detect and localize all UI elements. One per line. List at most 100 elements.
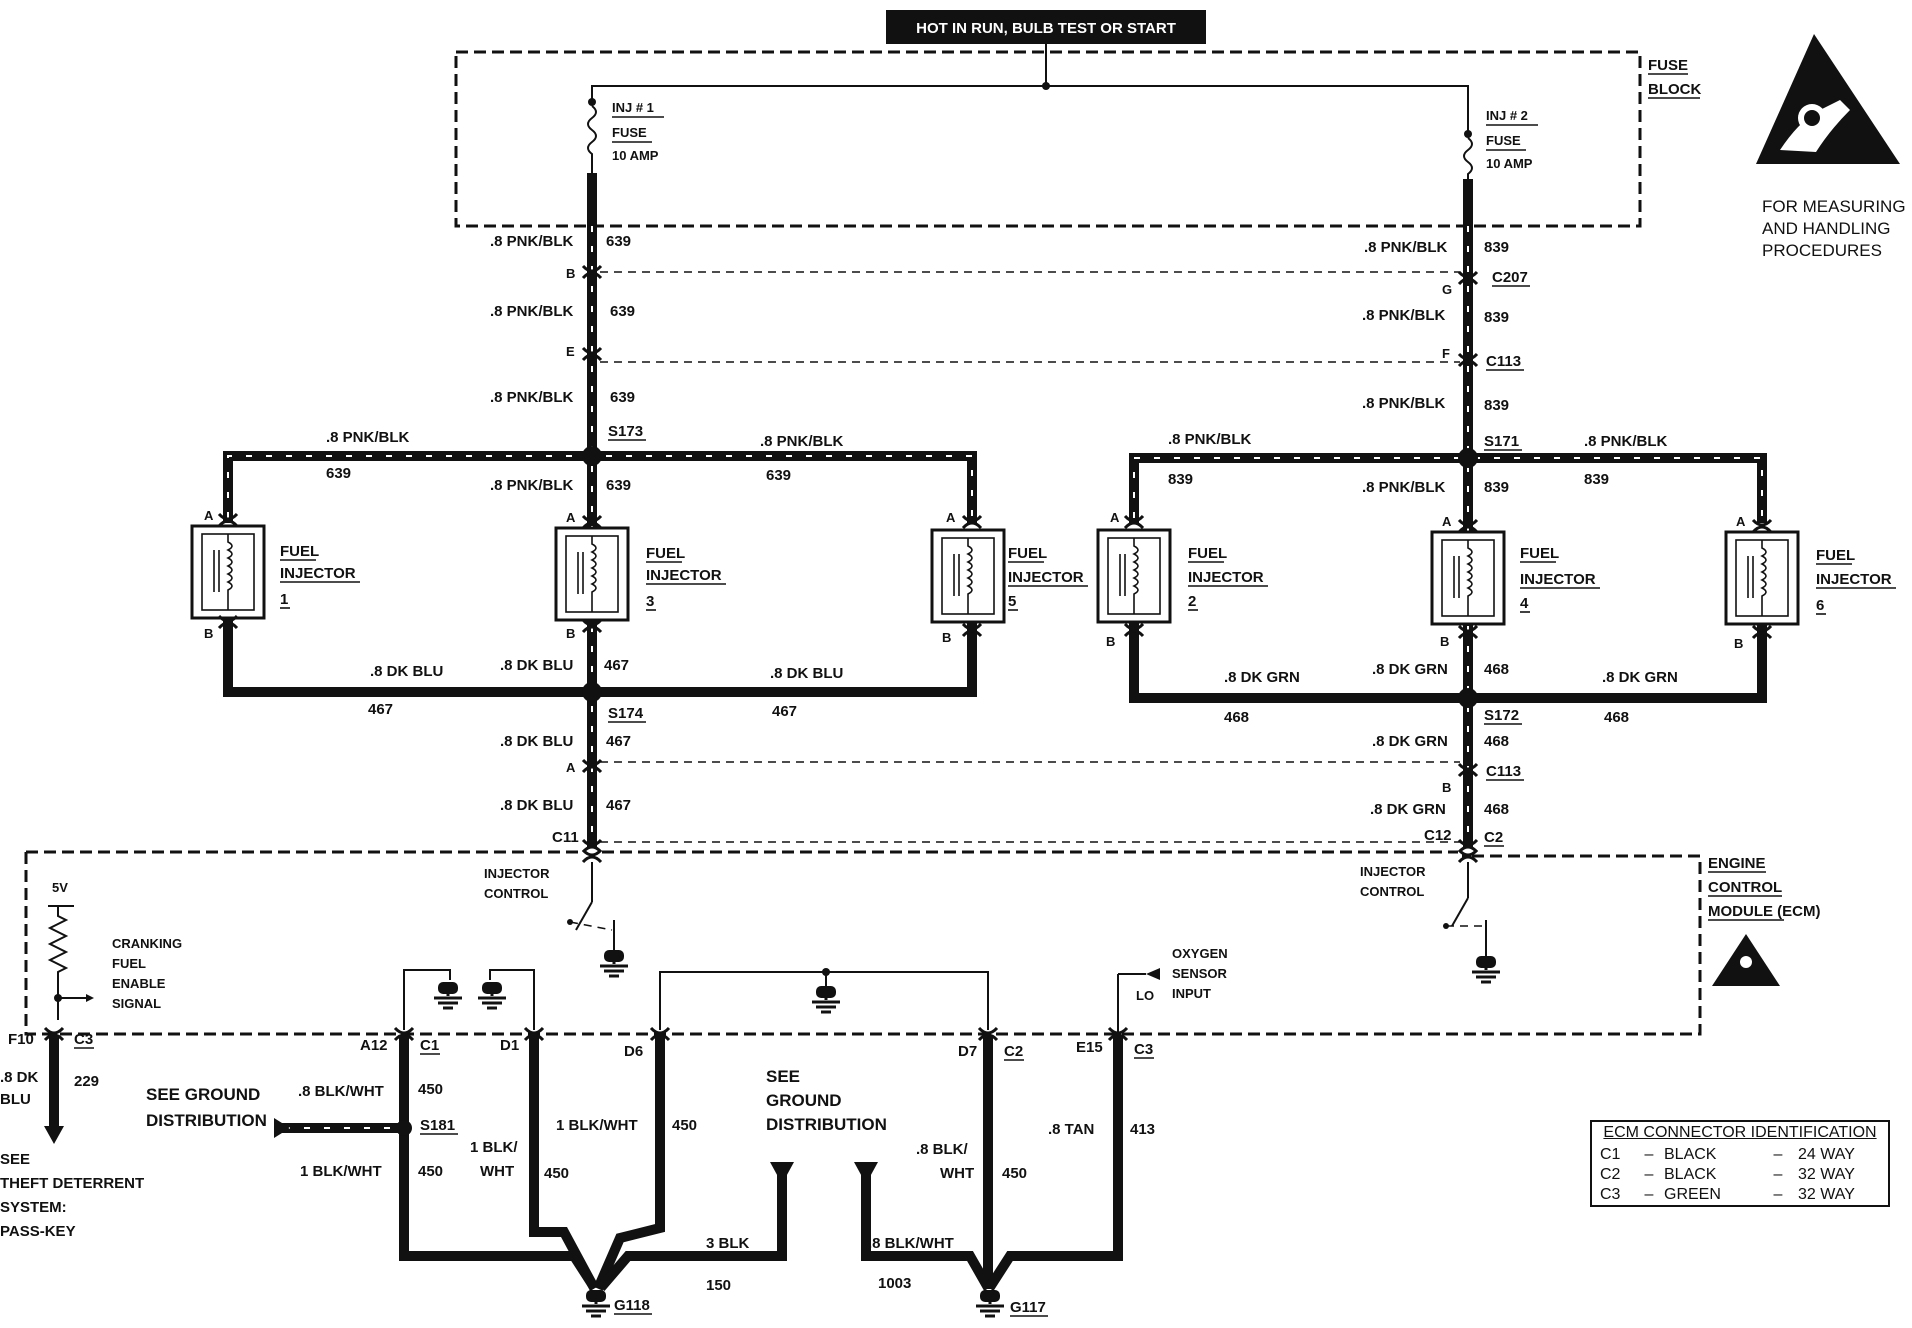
injector-5-label: FUEL INJECTOR 5 (1008, 545, 1088, 611)
svg-text:B: B (942, 630, 951, 645)
legend-row: C2–BLACK–32 WAY (1600, 1166, 1855, 1183)
wire-468-return (1129, 615, 1767, 703)
svg-text:GROUND: GROUND (766, 1091, 842, 1110)
svg-text:.8 PNK/BLK: .8 PNK/BLK (490, 233, 574, 250)
svg-text:10 AMP: 10 AMP (612, 148, 659, 163)
esd-note-line1: FOR MEASURING (1762, 197, 1906, 216)
splice-s171 (1458, 448, 1478, 468)
svg-text:CONTROL: CONTROL (1708, 879, 1782, 896)
power-source-box (886, 10, 1206, 44)
svg-text:3 BLK: 3 BLK (706, 1235, 750, 1252)
svg-text:839: 839 (1484, 239, 1509, 256)
svg-text:MODULE (ECM): MODULE (ECM) (1708, 903, 1821, 920)
theft-note: SEE (0, 1151, 30, 1168)
svg-text:413: 413 (1130, 1121, 1155, 1138)
svg-text:INJECTOR: INJECTOR (1520, 571, 1596, 588)
svg-text:FUEL: FUEL (1188, 545, 1227, 562)
svg-text:SENSOR: SENSOR (1172, 966, 1228, 981)
svg-text:B: B (1106, 634, 1115, 649)
svg-text:WHT: WHT (940, 1165, 974, 1182)
svg-text:D1: D1 (500, 1037, 519, 1054)
svg-text:150: 150 (706, 1277, 731, 1294)
svg-text:5: 5 (1008, 593, 1016, 610)
svg-text:839: 839 (1484, 309, 1509, 326)
svg-text:C1: C1 (420, 1037, 439, 1054)
ground-g117: G117 (1010, 1299, 1046, 1316)
inj-1-fuse: INJ # 1 FUSE 10 AMP (587, 98, 664, 182)
svg-text:SEE: SEE (766, 1067, 800, 1086)
splice-s174 (582, 682, 602, 702)
svg-text:ENABLE: ENABLE (112, 976, 166, 991)
svg-text:OXYGEN: OXYGEN (1172, 946, 1228, 961)
svg-text:C207: C207 (1492, 269, 1528, 286)
svg-text:FUEL: FUEL (1008, 545, 1047, 562)
svg-text:FUEL: FUEL (1520, 545, 1559, 562)
svg-text:S173: S173 (608, 423, 643, 440)
svg-text:.8 PNK/BLK: .8 PNK/BLK (760, 433, 844, 450)
svg-text:C113: C113 (1486, 353, 1521, 370)
g118-wire-labels: .8 BLK/WHT 450 S181 SEE GROUND DISTRIBUT… (146, 1067, 887, 1294)
svg-text:.8 DK: .8 DK (0, 1069, 39, 1086)
svg-text:INJECTOR: INJECTOR (1008, 569, 1084, 586)
esd-warning-icon (1756, 34, 1900, 164)
svg-text:D7: D7 (958, 1043, 977, 1060)
svg-text:FUEL: FUEL (112, 956, 146, 971)
splice-s173 (582, 446, 602, 466)
svg-text:INJECTOR: INJECTOR (646, 567, 722, 584)
fuel-injector-1 (190, 512, 266, 630)
svg-text:.8 DK GRN: .8 DK GRN (1370, 801, 1446, 818)
svg-text:.8 DK GRN: .8 DK GRN (1372, 733, 1448, 750)
svg-text:839: 839 (1484, 397, 1509, 414)
svg-text:FUEL: FUEL (646, 545, 685, 562)
svg-text:.8 BLK/: .8 BLK/ (916, 1141, 969, 1158)
svg-text:B: B (566, 626, 575, 641)
svg-text:A: A (1736, 514, 1746, 529)
svg-text:BLU: BLU (0, 1091, 31, 1108)
svg-text:450: 450 (418, 1163, 443, 1180)
fuel-injector-3 (554, 514, 630, 634)
svg-text:467: 467 (604, 657, 629, 674)
svg-text:A: A (566, 510, 576, 525)
svg-text:.8 PNK/BLK: .8 PNK/BLK (490, 477, 574, 494)
wire-150 (596, 1173, 787, 1292)
esd-note-line2: AND HANDLING (1762, 219, 1890, 238)
svg-text:.8 PNK/BLK: .8 PNK/BLK (326, 429, 410, 446)
svg-text:639: 639 (610, 389, 635, 406)
wire-450-a12 (399, 1035, 599, 1291)
fuse-block-title-2: BLOCK (1648, 81, 1701, 98)
svg-text:INJ # 2: INJ # 2 (1486, 108, 1528, 123)
wire-413 (985, 1035, 1123, 1291)
esd-warning-small-icon (1712, 934, 1780, 986)
svg-text:.8 DK BLU: .8 DK BLU (500, 657, 573, 674)
svg-text:839: 839 (1484, 479, 1509, 496)
oxygen-sensor-input: OXYGEN SENSOR INPUT LO (1117, 946, 1228, 1034)
svg-text:A: A (1442, 514, 1452, 529)
svg-text:S174: S174 (608, 705, 644, 722)
svg-text:.8 DK GRN: .8 DK GRN (1224, 669, 1300, 686)
svg-text:PASS-KEY: PASS-KEY (0, 1223, 76, 1240)
svg-text:INJ # 1: INJ # 1 (612, 100, 654, 115)
svg-text:468: 468 (1484, 801, 1509, 818)
svg-text:.8 PNK/BLK: .8 PNK/BLK (1584, 433, 1668, 450)
inj-2-fuse: INJ # 2 FUSE 10 AMP (1463, 108, 1538, 188)
svg-text:468: 468 (1604, 709, 1629, 726)
svg-text:.8 DK BLU: .8 DK BLU (370, 663, 443, 680)
svg-text:.8 DK BLU: .8 DK BLU (770, 665, 843, 682)
svg-text:INJECTOR: INJECTOR (1816, 571, 1892, 588)
svg-text:.8 BLK/WHT: .8 BLK/WHT (298, 1083, 384, 1100)
legend-row: C1–BLACK–24 WAY (1600, 1146, 1855, 1163)
svg-text:1 BLK/WHT: 1 BLK/WHT (556, 1117, 638, 1134)
svg-text:INJECTOR: INJECTOR (280, 565, 356, 582)
fuel-injector-4 (1430, 518, 1506, 640)
svg-text:FUEL: FUEL (1816, 547, 1855, 564)
legend-title: ECM CONNECTOR IDENTIFICATION (1603, 1124, 1877, 1141)
svg-text:B: B (1440, 634, 1449, 649)
svg-text:468: 468 (1484, 661, 1509, 678)
svg-text:.8 PNK/BLK: .8 PNK/BLK (1362, 479, 1446, 496)
svg-text:A: A (204, 508, 214, 523)
esd-note-line3: PROCEDURES (1762, 241, 1882, 260)
svg-text:CRANKING: CRANKING (112, 936, 182, 951)
fuse-block-title: FUSE (1648, 57, 1688, 74)
